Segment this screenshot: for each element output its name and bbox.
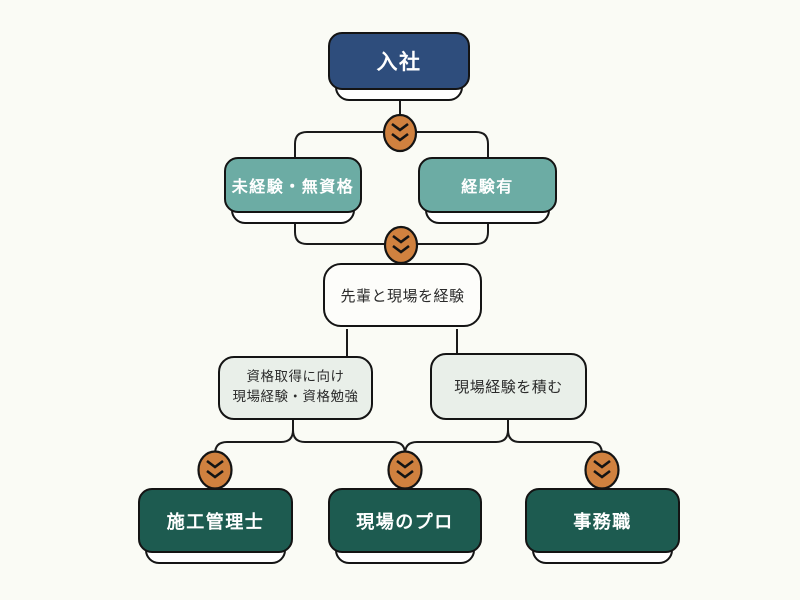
node-office-work: 事務職 [525,488,680,564]
node-hire: 入社 [328,32,470,101]
node-face: 先輩と現場を経験 [323,263,482,327]
node-qualification-line2: 現場経験・資格勉強 [232,389,359,405]
node-face: 未経験・無資格 [224,157,362,213]
node-construction-manager-label: 施工管理士 [166,511,265,533]
node-site-experience: 現場経験を積む [430,353,587,420]
node-site-pro-label: 現場のプロ [356,511,454,533]
node-site-experience-label: 現場経験を積む [454,378,563,396]
arrow-down-icon [387,450,423,490]
node-face: 入社 [328,32,470,90]
node-experienced-label: 経験有 [461,177,514,196]
node-experienced: 経験有 [418,157,557,224]
node-qualification-line1: 資格取得に向け [246,369,345,386]
node-senior-site-label: 先輩と現場を経験 [340,286,465,305]
arrow-down-icon [197,450,233,490]
node-senior-site-experience: 先輩と現場を経験 [323,263,482,327]
node-site-pro: 現場のプロ [328,488,482,564]
node-office-work-label: 事務職 [573,511,632,533]
node-no-experience-label: 未経験・無資格 [231,177,355,196]
node-face: 資格取得に向け 現場経験・資格勉強 [218,356,373,420]
node-no-experience: 未経験・無資格 [224,157,362,224]
node-face: 事務職 [525,488,680,553]
node-face: 現場のプロ [328,488,482,553]
arrow-down-icon [383,225,419,265]
node-face: 施工管理士 [138,488,293,553]
node-construction-manager: 施工管理士 [138,488,293,564]
arrow-down-icon [584,450,620,490]
node-hire-label: 入社 [376,49,422,74]
arrow-down-icon [382,113,418,153]
node-face: 現場経験を積む [430,353,587,420]
node-face: 経験有 [418,157,557,213]
node-qualification-study: 資格取得に向け 現場経験・資格勉強 [218,356,373,420]
